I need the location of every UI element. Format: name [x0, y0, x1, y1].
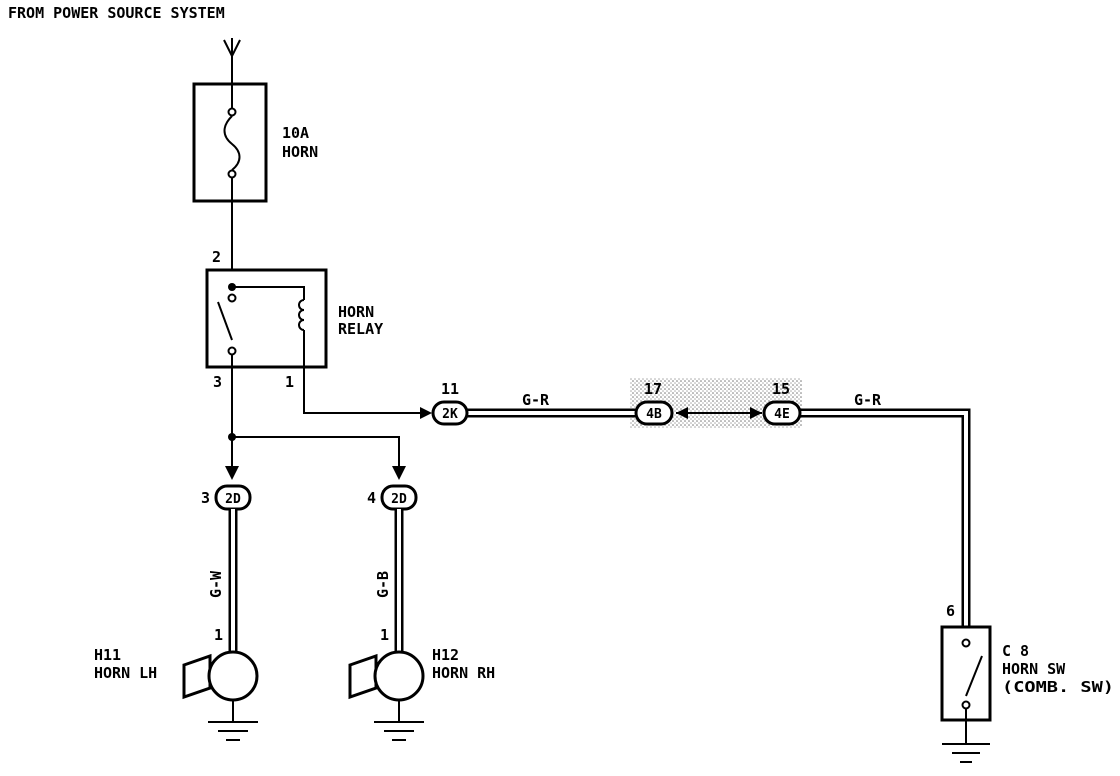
- wire-color-g-w: G-W: [207, 570, 225, 598]
- conn-4e-pin: 15: [772, 380, 790, 398]
- conn-2d-left-code: 2D: [225, 492, 241, 507]
- ground-switch: [942, 743, 990, 763]
- connector-4e: 4E: [762, 400, 802, 426]
- fuse-rating: 10A: [282, 124, 309, 142]
- conn-4b-pin: 17: [644, 380, 662, 398]
- power-input-arrow: [223, 38, 241, 84]
- connector-2d-right: 2D: [380, 484, 418, 511]
- horn-switch-pin: 6: [946, 602, 955, 620]
- horn-switch-id: C 8: [1002, 642, 1029, 660]
- horn-switch-name: HORN SW: [1002, 660, 1066, 678]
- horn-switch: [940, 625, 992, 744]
- connector-2k: 2K: [431, 400, 469, 426]
- ground-lh: [208, 721, 258, 741]
- horn-rh: [348, 650, 425, 722]
- horn-lh-id: H11: [94, 646, 121, 664]
- power-source-label: FROM POWER SOURCE SYSTEM: [8, 4, 225, 22]
- connector-4b: 4B: [634, 400, 674, 426]
- wire-color-g-b: G-B: [374, 571, 392, 598]
- horn-rh-pin: 1: [380, 626, 389, 644]
- conn-2d-right-code: 2D: [391, 492, 407, 507]
- fuse-name: HORN: [282, 143, 318, 161]
- conn-4b-code: 4B: [646, 407, 662, 422]
- conn-2k-code: 2K: [442, 407, 458, 422]
- conn-2k-pin: 11: [441, 380, 459, 398]
- horn-lh-pin: 1: [214, 626, 223, 644]
- horn-lh: [182, 650, 259, 722]
- horn-rh-id: H12: [432, 646, 459, 664]
- fuse-10a-horn: [192, 82, 268, 203]
- wire-color-g-r-2: G-R: [854, 391, 882, 409]
- conn-2d-left-pin: 3: [201, 489, 210, 507]
- relay-to-2k-wire: [303, 367, 432, 419]
- wire-color-g-r-1: G-R: [522, 391, 550, 409]
- relay-pin3-branch: [225, 367, 406, 480]
- relay-pin-3: 3: [213, 373, 222, 391]
- relay-pin-2: 2: [212, 248, 221, 266]
- horn-lh-name: HORN LH: [94, 664, 157, 682]
- link-4b-4e: [676, 407, 762, 419]
- relay-label-line2: RELAY: [338, 320, 383, 338]
- horn-rh-name: HORN RH: [432, 664, 495, 682]
- conn-2d-right-pin: 4: [367, 489, 376, 507]
- wire-4e-horn-switch: [800, 408, 971, 628]
- ground-rh: [374, 721, 424, 741]
- conn-4e-code: 4E: [774, 407, 790, 422]
- connector-2d-left: 2D: [214, 484, 252, 511]
- relay-pin-1: 1: [285, 373, 294, 391]
- relay-label-line1: HORN: [338, 303, 374, 321]
- horn-switch-sub: (COMB. SW): [1002, 678, 1114, 696]
- horn-relay: [205, 268, 328, 369]
